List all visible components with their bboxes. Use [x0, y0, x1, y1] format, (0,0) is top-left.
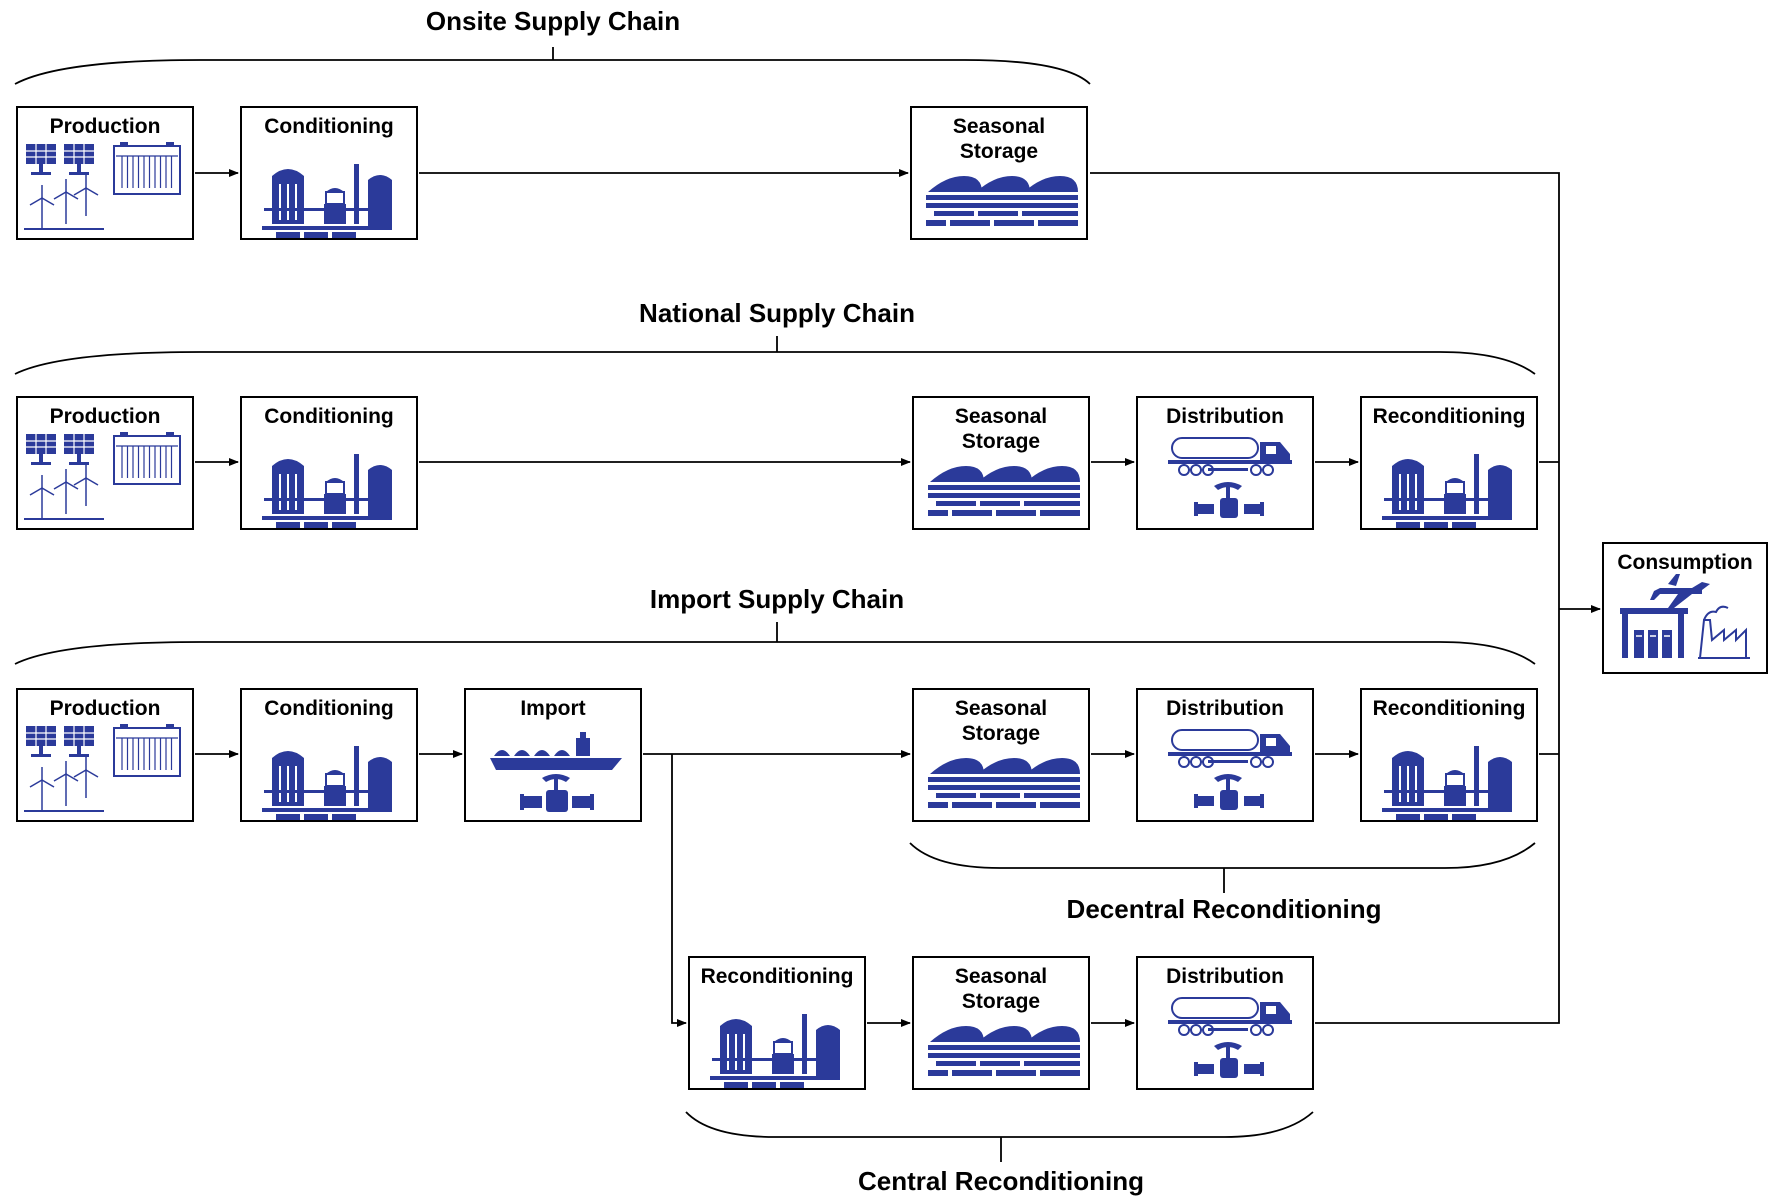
box-label: Reconditioning	[1372, 697, 1526, 720]
truck-pipeline-icon	[1168, 997, 1292, 1078]
onsite-production-box: Production	[16, 106, 194, 240]
industrial-plant-icon	[262, 164, 392, 238]
box-label: Production	[49, 115, 161, 138]
label-line-1: Seasonal	[954, 965, 1048, 988]
box-label: Import	[520, 697, 586, 720]
label-line-2: Storage	[961, 722, 1041, 745]
consumption-box: Consumption	[1602, 542, 1768, 674]
solar-wind-battery-icon	[24, 432, 181, 520]
national-reconditioning-box: Reconditioning	[1360, 396, 1538, 530]
ship-pipeline-icon	[490, 732, 622, 812]
national-production-box: Production	[16, 396, 194, 530]
decentral-brace	[909, 842, 1536, 893]
national-chain-title: National Supply Chain	[639, 298, 915, 328]
industrial-plant-icon	[262, 454, 392, 528]
airplane-fuelstation-factory-icon	[1620, 574, 1750, 659]
industrial-plant-icon	[262, 746, 392, 820]
import-chain-title: Import Supply Chain	[649, 584, 905, 614]
label-line-2: Storage	[961, 430, 1041, 453]
national-conditioning-box: Conditioning	[240, 396, 418, 530]
box-label: Reconditioning	[700, 965, 854, 988]
truck-pipeline-icon	[1168, 729, 1292, 810]
import-conditioning-box: Conditioning	[240, 688, 418, 822]
box-label: Distribution	[1166, 405, 1284, 428]
label-line-2: Storage	[959, 140, 1039, 163]
industrial-plant-icon	[710, 1014, 840, 1088]
label-line-1: Seasonal	[954, 697, 1048, 720]
onsite-chain-title: Onsite Supply Chain	[425, 6, 681, 36]
box-label: Production	[49, 697, 161, 720]
onsite-conditioning-box: Conditioning	[240, 106, 418, 240]
truck-pipeline-icon	[1168, 437, 1292, 518]
box-label: Conditioning	[264, 115, 394, 138]
solar-wind-battery-icon	[24, 142, 181, 230]
storage-tanks-icon	[928, 1026, 1080, 1076]
storage-tanks-icon	[928, 758, 1080, 808]
onsite-brace	[14, 47, 1091, 85]
box-label: Distribution	[1166, 697, 1284, 720]
solar-wind-battery-icon	[24, 724, 181, 812]
central-reconditioning-title: Central Reconditioning	[858, 1166, 1144, 1196]
label-line-1: Seasonal	[954, 405, 1048, 428]
central-brace	[685, 1111, 1314, 1162]
central-distribution-box: Distribution	[1136, 956, 1314, 1090]
central-reconditioning-box: Reconditioning	[688, 956, 866, 1090]
import-production-box: Production	[16, 688, 194, 822]
national-brace	[14, 336, 1536, 375]
box-label: Consumption	[1617, 551, 1753, 574]
decentral-reconditioning-title: Decentral Reconditioning	[1066, 894, 1382, 924]
box-label: Reconditioning	[1372, 405, 1526, 428]
box-label: Conditioning	[264, 697, 394, 720]
import-distribution-box: Distribution	[1136, 688, 1314, 822]
storage-tanks-icon	[926, 176, 1078, 226]
industrial-plant-icon	[1382, 746, 1512, 820]
import-import-box: Import	[464, 688, 642, 822]
connector-lines	[195, 169, 1601, 1027]
import-reconditioning-box: Reconditioning	[1360, 688, 1538, 822]
label-line-2: Storage	[961, 990, 1041, 1013]
national-distribution-box: Distribution	[1136, 396, 1314, 530]
box-label: Production	[49, 405, 161, 428]
label-line-1: Seasonal	[952, 115, 1046, 138]
import-brace	[14, 622, 1536, 665]
storage-tanks-icon	[928, 466, 1080, 516]
box-label: Distribution	[1166, 965, 1284, 988]
box-label: Conditioning	[264, 405, 394, 428]
industrial-plant-icon	[1382, 454, 1512, 528]
